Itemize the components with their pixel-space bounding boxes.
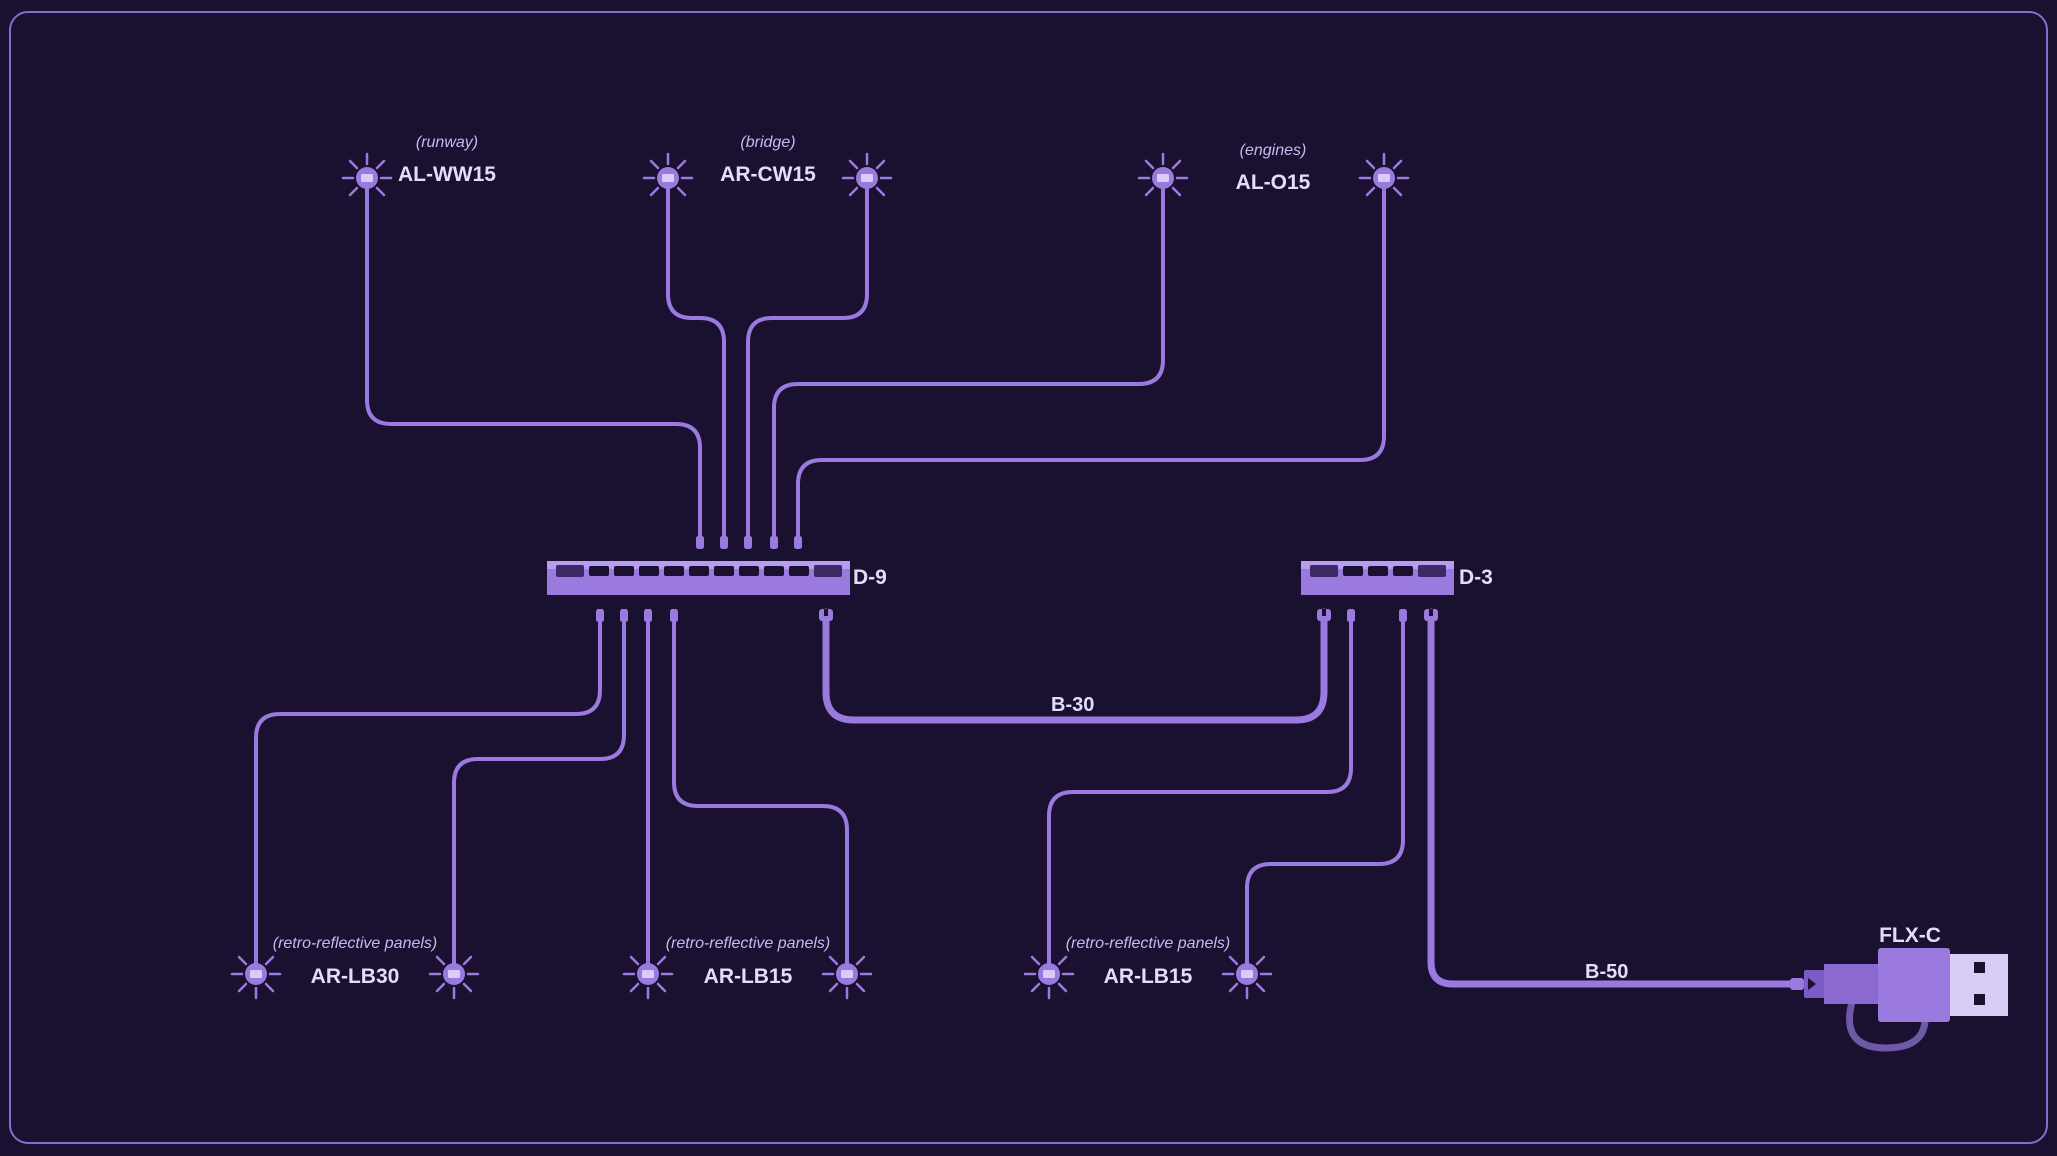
panels3-model-label: AR-LB15 [1104, 965, 1193, 988]
panels2-light-right-icon[interactable] [821, 948, 873, 1000]
cable-b50-label: B-50 [1585, 961, 1628, 983]
bridge-model-label: AR-CW15 [720, 163, 816, 186]
distributor-d9[interactable] [547, 561, 850, 595]
bridge-light-left-icon[interactable] [642, 152, 694, 204]
engines-light-right-icon[interactable] [1358, 152, 1410, 204]
engines-light-left-icon[interactable] [1137, 152, 1189, 204]
panels1-caption: (retro-reflective panels) [273, 935, 438, 952]
distributor-d3[interactable] [1301, 561, 1454, 595]
panels1-light-right-icon[interactable] [428, 948, 480, 1000]
bridge-caption: (bridge) [740, 134, 795, 151]
panels3-caption: (retro-reflective panels) [1066, 935, 1231, 952]
wires [254, 176, 1799, 988]
engines-caption: (engines) [1240, 142, 1307, 159]
engines-model-label: AL-O15 [1236, 171, 1311, 194]
bridge-light-right-icon[interactable] [841, 152, 893, 204]
panels3-light-left-icon[interactable] [1023, 948, 1075, 1000]
cable-b30-label: B-30 [1051, 694, 1094, 716]
flx-c-label: FLX-C [1879, 924, 1941, 947]
distributor-d9-label: D-9 [853, 566, 887, 589]
runway-light-icon[interactable] [341, 152, 393, 204]
panels2-light-left-icon[interactable] [622, 948, 674, 1000]
panels2-caption: (retro-reflective panels) [666, 935, 831, 952]
panels1-light-left-icon[interactable] [230, 948, 282, 1000]
panels2-model-label: AR-LB15 [704, 965, 793, 988]
outer-frame [9, 11, 2048, 1144]
panels3-light-right-icon[interactable] [1221, 948, 1273, 1000]
distributor-d3-label: D-3 [1459, 566, 1493, 589]
panels1-model-label: AR-LB30 [311, 965, 400, 988]
runway-caption: (runway) [416, 134, 478, 151]
runway-model-label: AL-WW15 [398, 163, 496, 186]
flx-c-controller-icon[interactable] [1790, 948, 2008, 1052]
